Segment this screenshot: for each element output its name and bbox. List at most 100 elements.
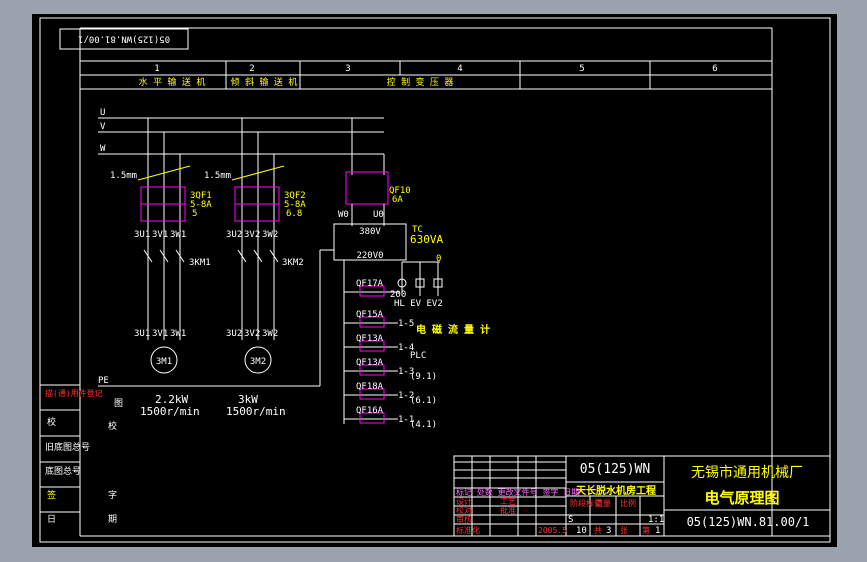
column-number-5: 5 [579,64,584,74]
qf2-range: 5-8A [284,200,306,210]
branch-2-out: 1-4 [398,343,414,353]
branch-4-out: 1-2 [398,391,414,401]
qf1-setting-label: 1.5mm [110,171,137,181]
title-year: 2005.5 [538,526,567,535]
title-company: 无锡市通用机械厂 [691,464,803,481]
motor-1-terminal-u: 3U1 [134,329,150,339]
qf2-name: 3QF2 [284,191,306,201]
title-num-1: 1:1 [648,515,664,525]
branch-2-qf: QF13A [356,334,384,344]
qf10-value: 6A [392,195,403,205]
title-scale: 比例 [620,498,636,508]
rotated-drawing-number: 05(125)WN.81.00/1 [78,34,170,44]
phase-u-label: U [100,108,105,118]
branch-3-qf: QF13A [356,358,384,368]
motor-2-power: 3kW [238,393,258,406]
transformer-zero: 0 [436,254,441,264]
title-sheet-total: 3 [606,526,611,536]
title-sheet-count: 共 [594,526,602,535]
title-design: 设计 [456,496,472,506]
side-label-3: 底图总号 [45,465,81,477]
branch-4-desc: (6.1) [410,396,437,406]
branch-1-desc: 电 磁 流 量 计 [416,323,490,336]
title-drawing-title: 电气原理图 [704,489,779,507]
side-label-2: 旧底图总号 [45,441,90,453]
thermal-2-w: 3W2 [262,230,278,240]
branch-5-qf: QF16A [356,406,384,416]
title-num-s: S [568,515,573,525]
title-approve: 审核 [456,514,472,524]
motor-1-name: 3M1 [156,357,172,367]
sheet-borders [39,17,831,543]
motor-1-speed: 1500r/min [140,405,200,418]
qf2-value: 6.8 [286,209,302,219]
phase-w-label: W [100,144,106,154]
motor-1-terminal-v: 3V1 [152,329,168,339]
branch-2-desc: PLC [410,351,426,361]
transformer-u0: U0 [373,210,384,220]
side-label-0b: 图 [114,398,123,409]
title-date: 批准 [500,505,516,515]
thermal-2-v: 3V2 [244,230,260,240]
title-sheet-word: 张 [620,526,628,535]
control-branches: QF17A QF15A 1-5 电 磁 流 量 计 QF13A 1-4 PLC … [344,279,490,430]
column-header-strip: 1 2 3 4 5 6 水 平 输 送 机 倾 斜 输 送 机 控 制 变 压 … [80,60,772,90]
column-title-control-transformer: 控 制 变 压 器 [387,76,454,88]
qf10-name: QF10 [389,186,411,196]
motor-1-terminal-w: 3W1 [170,329,186,339]
indicator-labels: HL EV EV2 [394,299,443,309]
title-stage: 阶段标记 [570,498,602,508]
transformer-w0: W0 [338,210,349,220]
rotated-drawing-number-box: 05(125)WN.81.00/1 [59,28,189,50]
motor-1-power: 2.2kW [155,393,188,406]
side-label-5: 日 [47,514,56,525]
branch-1-qf: QF15A [356,310,384,320]
side-label-5b: 期 [108,514,117,525]
title-sheet-no: 第 [642,525,650,535]
transformer-branch: QF10 6A W0 U0 380V TC 630VA 220V0 0 200 … [333,118,443,424]
transformer-secondary: 220V0 [356,251,383,261]
motor-2-terminal-w: 3W2 [262,329,278,339]
side-register: 描(通)用件登记 图 校 校 旧底图总号 底图总号 签 字 日 期 [40,384,123,525]
motor-2-terminal-u: 3U2 [226,329,242,339]
qf1-name: 3QF1 [190,191,212,201]
side-label-0: 描(通)用件登记 [45,388,103,398]
title-standard: 标准化 [456,525,480,535]
column-number-3: 3 [345,64,350,74]
column-number-4: 4 [457,64,462,74]
contactor-km2: 3KM2 [282,258,304,268]
thermal-1-u: 3U1 [134,230,150,240]
title-rev-header: 标记 处数 更改文件号 签字 日期 [456,487,579,497]
branch-3-desc: (9.1) [410,372,437,382]
transformer-primary: 380V [359,227,381,237]
branch-5-out: 1-1 [398,415,414,425]
contactor-km1: 3KM1 [189,258,211,268]
motor-2-terminal-v: 3V2 [244,329,260,339]
branch-1-out: 1-5 [398,319,414,329]
side-label-1: 校 [47,416,56,428]
side-label-1b: 校 [108,420,117,432]
thermal-1-v: 3V1 [152,230,168,240]
title-code: 05(125)WN [580,462,650,477]
title-project: 天长脱水机房工程 [576,484,656,497]
column-title-inclined-conveyor: 倾 斜 输 送 机 [231,76,298,88]
column-number-6: 6 [712,64,717,74]
phase-v-label: V [100,122,106,132]
qf2-setting-label: 1.5mm [204,171,231,181]
title-process: 工艺 [500,497,516,506]
branch-3-out: 1-3 [398,367,414,377]
column-title-horizontal-conveyor: 水 平 输 送 机 [139,76,206,88]
phase-buses: U V W [98,108,384,155]
branch-4-qf: QF18A [356,382,384,392]
motor-2-speed: 1500r/min [226,405,286,418]
branch-0-qf: QF17A [356,279,384,289]
pe-line: PE [98,249,334,387]
column-number-1: 1 [154,64,159,74]
title-block: 05(125)WN 天长脱水机房工程 无锡市通用机械厂 电气原理图 05(125… [453,455,831,537]
title-num-10: 10 [576,526,587,536]
thermal-1-w: 3W1 [170,230,186,240]
column-number-2: 2 [249,64,254,74]
motor-branch-2: 1.5mm 3QF2 5-8A 6.8 3U2 3V2 3W2 3KM2 3U2… [204,118,306,418]
side-label-4: 签 [47,489,56,501]
branch-5-desc: (4.1) [410,420,437,430]
